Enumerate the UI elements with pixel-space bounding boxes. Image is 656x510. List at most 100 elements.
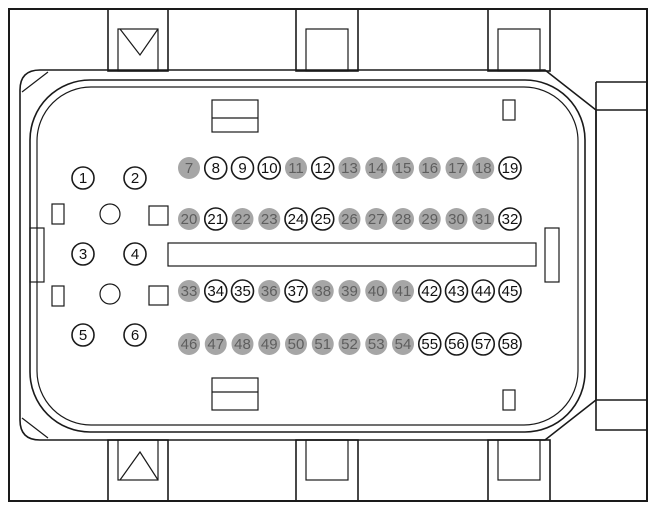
pin-20-circle bbox=[178, 208, 200, 230]
pin-21-label: 21 bbox=[207, 211, 224, 228]
pin-17-circle bbox=[445, 157, 468, 179]
pin-3-label: 3 bbox=[79, 246, 87, 263]
pin-55: 55 bbox=[417, 332, 442, 356]
pin-56-circle bbox=[444, 332, 469, 356]
pin-35-circle bbox=[230, 279, 255, 303]
pin-23-circle bbox=[258, 208, 281, 230]
pin-24-circle bbox=[284, 207, 308, 231]
pin-24-label: 24 bbox=[288, 211, 305, 228]
pin-19: 19 bbox=[498, 156, 522, 180]
pin-31-label: 31 bbox=[475, 211, 492, 228]
left-slot-upper bbox=[51, 203, 65, 225]
top-latch-left bbox=[107, 8, 169, 72]
left-side-tab bbox=[29, 227, 45, 283]
pin-51: 51 bbox=[311, 333, 334, 355]
pin-1-circle bbox=[71, 166, 95, 190]
pin-58-label: 58 bbox=[502, 336, 519, 353]
pin-38: 38 bbox=[311, 280, 334, 302]
pin-42-label: 42 bbox=[421, 283, 438, 300]
pin-9: 9 bbox=[230, 156, 255, 180]
pin-41: 41 bbox=[392, 280, 414, 302]
pin-37-label: 37 bbox=[288, 283, 305, 300]
pin-10-label: 10 bbox=[261, 160, 278, 177]
pin-58-circle bbox=[498, 332, 522, 356]
pin-7-circle bbox=[178, 157, 200, 179]
pin-28-label: 28 bbox=[395, 211, 412, 228]
pin-23: 23 bbox=[258, 208, 281, 230]
pin-23-label: 23 bbox=[261, 211, 278, 228]
pin-29-circle bbox=[418, 208, 441, 230]
pin-9-circle bbox=[230, 156, 255, 180]
pin-36: 36 bbox=[258, 280, 281, 302]
pin-7: 7 bbox=[178, 157, 200, 179]
pin-11-label: 11 bbox=[288, 160, 304, 177]
pin-17: 17 bbox=[445, 157, 468, 179]
pin-44: 44 bbox=[471, 279, 496, 303]
pin-56-label: 56 bbox=[448, 336, 465, 353]
square-key-lower bbox=[148, 285, 169, 306]
pin-8-label: 8 bbox=[212, 160, 220, 177]
pin-8: 8 bbox=[203, 156, 228, 180]
pin-25-circle bbox=[310, 207, 335, 231]
pin-4: 4 bbox=[123, 242, 147, 266]
pin-50-circle bbox=[285, 333, 307, 355]
pin-26-label: 26 bbox=[341, 211, 358, 228]
left-slot-lower bbox=[51, 285, 65, 307]
pin-45-circle bbox=[498, 279, 522, 303]
pin-6: 6 bbox=[123, 323, 147, 347]
pin-57-circle bbox=[471, 332, 496, 356]
housing-seal-outer bbox=[29, 79, 586, 433]
pin-44-label: 44 bbox=[475, 283, 492, 300]
pin-16: 16 bbox=[418, 157, 441, 179]
pin-51-circle bbox=[311, 333, 334, 355]
pin-32-circle bbox=[498, 207, 522, 231]
pin-42: 42 bbox=[417, 279, 442, 303]
pin-55-label: 55 bbox=[421, 336, 438, 353]
pin-46-label: 46 bbox=[181, 336, 198, 353]
pin-37-circle bbox=[284, 279, 308, 303]
pin-8-circle bbox=[203, 156, 228, 180]
pin-18-label: 18 bbox=[475, 160, 492, 177]
pin-43-circle bbox=[444, 279, 469, 303]
pin-38-label: 38 bbox=[314, 283, 331, 300]
pin-17-label: 17 bbox=[448, 160, 465, 177]
pin-21: 21 bbox=[203, 207, 228, 231]
pin-58: 58 bbox=[498, 332, 522, 356]
pin-5: 5 bbox=[71, 323, 95, 347]
pin-22: 22 bbox=[231, 208, 254, 230]
pin-47-circle bbox=[204, 333, 227, 355]
pin-1-label: 1 bbox=[79, 170, 87, 187]
pin-18: 18 bbox=[472, 157, 495, 179]
pin-28: 28 bbox=[392, 208, 414, 230]
pin-22-circle bbox=[231, 208, 254, 230]
pin-39-label: 39 bbox=[341, 283, 358, 300]
pin-4-label: 4 bbox=[131, 246, 139, 263]
top-latch-right bbox=[487, 8, 551, 72]
center-polarization-bar bbox=[167, 242, 537, 267]
pin-43: 43 bbox=[444, 279, 469, 303]
right-flange bbox=[595, 81, 647, 431]
pin-6-circle bbox=[123, 323, 147, 347]
housing-outline bbox=[19, 69, 597, 441]
pin-39-circle bbox=[338, 280, 361, 302]
pin-26-circle bbox=[338, 208, 361, 230]
inner-key-bottom-right bbox=[502, 389, 516, 411]
pin-20-label: 20 bbox=[181, 211, 198, 228]
housing-seal-inner bbox=[36, 86, 579, 426]
pin-2-label: 2 bbox=[131, 170, 139, 187]
pin-54-label: 54 bbox=[395, 336, 412, 353]
pin-33-label: 33 bbox=[181, 283, 198, 300]
inner-key-bottom bbox=[211, 377, 259, 411]
pin-31: 31 bbox=[472, 208, 495, 230]
right-side-tab bbox=[544, 227, 560, 283]
pin-11: 11 bbox=[285, 157, 307, 179]
pin-6-label: 6 bbox=[131, 327, 139, 344]
guide-hole-lower bbox=[99, 283, 121, 305]
pin-5-circle bbox=[71, 323, 95, 347]
pin-45: 45 bbox=[498, 279, 522, 303]
frame-border bbox=[8, 8, 648, 502]
pin-1: 1 bbox=[71, 166, 95, 190]
pin-13-label: 13 bbox=[341, 160, 358, 177]
